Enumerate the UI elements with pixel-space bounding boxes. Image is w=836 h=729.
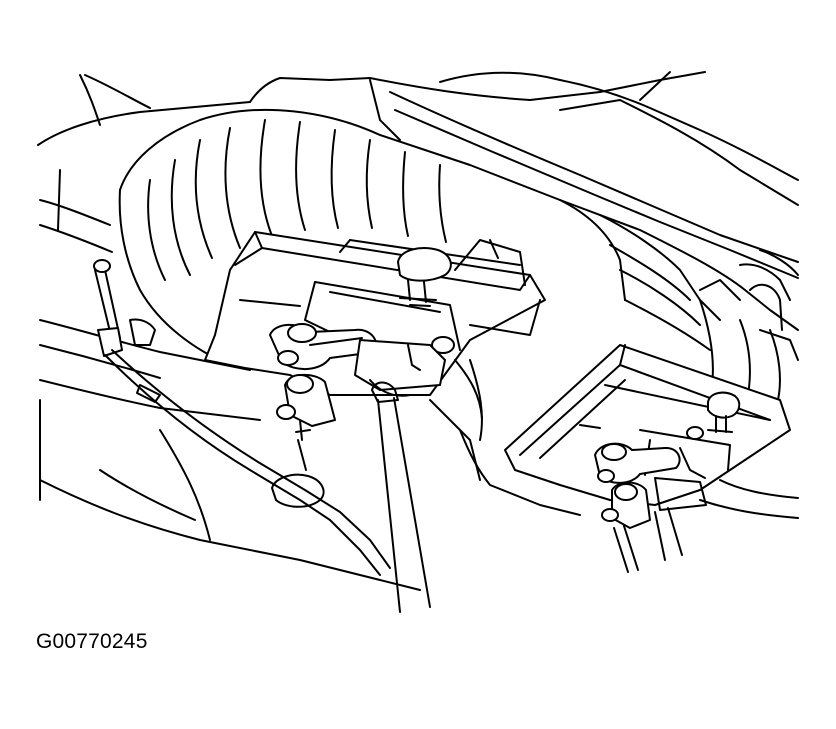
left-linkage-rod — [93, 259, 391, 576]
right-fittings — [699, 279, 799, 519]
upper-adjuster-knob — [397, 247, 452, 307]
left-shift-bracket — [204, 231, 546, 419]
right-shift-cable — [613, 507, 683, 573]
right-shift-bracket — [504, 344, 791, 506]
right-lever-assembly — [594, 442, 707, 529]
left-lever-assembly — [269, 323, 455, 471]
frame-outline — [37, 71, 799, 279]
left-shift-cable — [371, 381, 431, 613]
right-adjuster-knob — [686, 391, 741, 440]
lower-left-knob — [271, 473, 325, 508]
figure-code: G00770245 — [36, 630, 148, 653]
transmission-housing — [39, 108, 799, 591]
